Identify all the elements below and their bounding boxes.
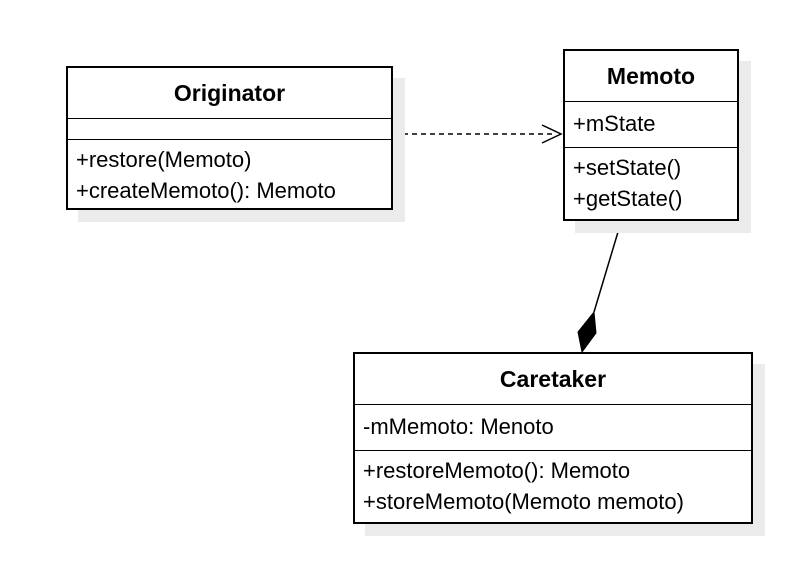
attribute: -mMemoto: Menoto xyxy=(363,414,554,439)
operation: +createMemoto(): Memoto xyxy=(76,178,336,203)
open-arrowhead-icon xyxy=(541,124,563,144)
class-caretaker[interactable]: Caretaker -mMemoto: Menoto +restoreMemot… xyxy=(353,352,753,524)
attributes-compartment: -mMemoto: Menoto xyxy=(355,405,751,451)
operations-compartment: +restore(Memoto) +createMemoto(): Memoto xyxy=(68,140,391,206)
class-originator[interactable]: Originator +restore(Memoto) +createMemot… xyxy=(66,66,393,210)
attribute: +mState xyxy=(573,111,656,136)
operation: +getState() xyxy=(573,186,683,211)
filled-diamond-icon xyxy=(577,310,597,354)
class-name: Caretaker xyxy=(355,354,751,405)
attributes-compartment xyxy=(68,119,391,140)
operation: +restore(Memoto) xyxy=(76,147,252,172)
operation: +storeMemoto(Memoto memoto) xyxy=(363,489,684,514)
operation: +restoreMemoto(): Memoto xyxy=(363,458,631,483)
composition-caretaker-memoto xyxy=(577,221,622,354)
composition-line xyxy=(593,221,622,313)
class-name: Originator xyxy=(68,68,391,119)
attributes-compartment: +mState xyxy=(565,102,737,148)
operations-compartment: +setState() +getState() xyxy=(565,148,737,214)
class-name: Memoto xyxy=(565,51,737,102)
operation: +setState() xyxy=(573,155,682,180)
operations-compartment: +restoreMemoto(): Memoto +storeMemoto(Me… xyxy=(355,451,751,517)
class-memoto[interactable]: Memoto +mState +setState() +getState() xyxy=(563,49,739,221)
dependency-originator-memoto xyxy=(394,124,563,144)
